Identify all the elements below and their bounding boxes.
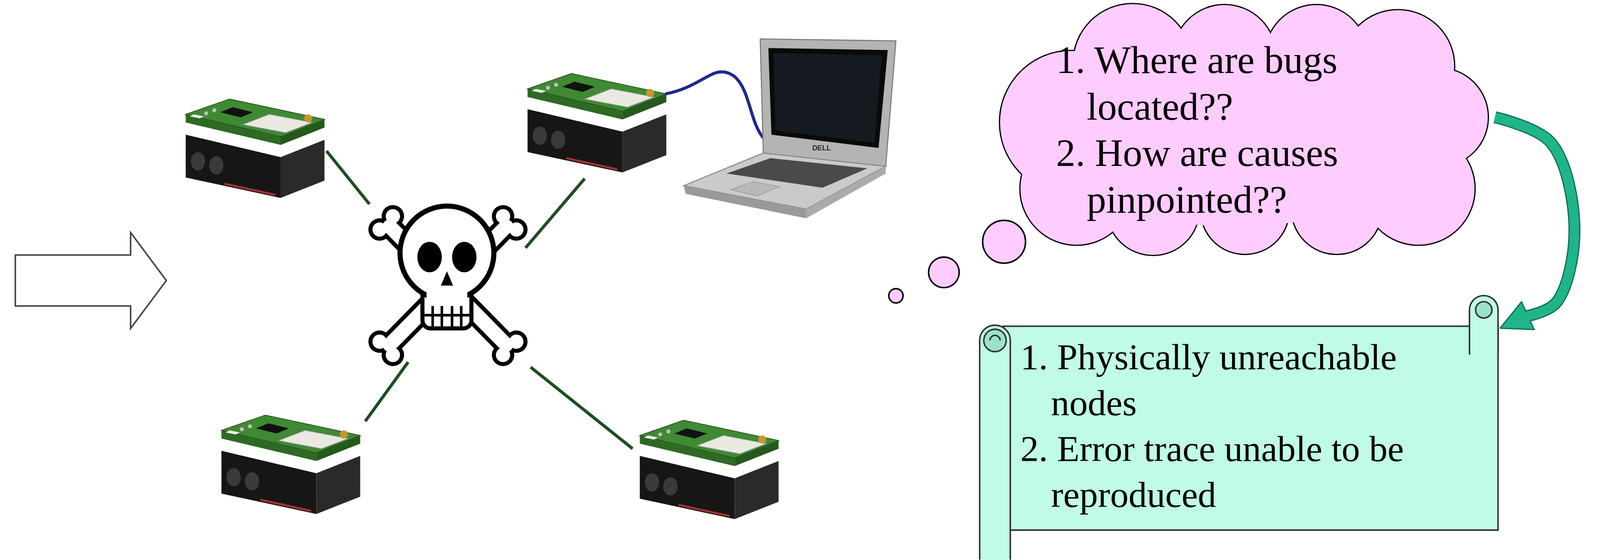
skull-crossbones	[440, 271, 454, 286]
wireless-link	[326, 151, 633, 450]
sensor-mote	[221, 415, 361, 515]
scroll-note: 1. Physically unreachable nodes2. Error …	[977, 293, 1501, 560]
sensor-mote	[639, 420, 779, 520]
wireless-link	[530, 367, 633, 450]
laptop	[730, 181, 780, 197]
skull-crossbones	[451, 241, 477, 273]
scroll-roll	[983, 329, 1006, 353]
laptop	[773, 53, 882, 143]
skull-crossbones	[509, 334, 524, 350]
laptop	[683, 153, 886, 210]
thought-bubble	[888, 289, 903, 304]
laptop	[768, 47, 888, 149]
thought-cloud: 1. Where are bugs located??2. How are ca…	[979, 0, 1496, 261]
thought-bubble	[928, 257, 960, 288]
scroll-curl	[1469, 295, 1499, 355]
hollow-arrow	[15, 232, 167, 329]
scroll-roll	[989, 335, 1000, 341]
laptop	[760, 38, 896, 167]
wireless-link	[525, 178, 585, 249]
list-item: 1. Where are bugs located??	[1056, 36, 1373, 130]
scroll-curl	[1475, 302, 1492, 319]
text-block: 1. Physically unreachable nodes2. Error …	[1020, 334, 1460, 519]
list-item: 2. Error trace unable to be reproduced	[1020, 426, 1460, 519]
skull-crossbones	[495, 209, 511, 224]
scroll-shape	[977, 293, 1501, 560]
sensor-mote	[527, 73, 667, 173]
cloud-fill	[1000, 3, 1488, 256]
skull-crossbones	[495, 348, 511, 363]
skull-crossbones	[426, 285, 468, 307]
list-item: 1. Physically unreachable nodes	[1020, 334, 1460, 427]
brand-logo: DELL	[812, 144, 832, 153]
curved-arrow	[1495, 117, 1575, 330]
arrow-outline	[1495, 117, 1575, 317]
skull-crossbones	[424, 314, 470, 317]
skull-crossbones	[509, 222, 524, 238]
scroll-roll	[979, 325, 1011, 560]
laptop	[683, 38, 897, 219]
skull-crossbones	[368, 205, 528, 367]
skull-crossbones	[372, 334, 387, 350]
skull-crossbones	[372, 222, 387, 238]
thought-bubble	[888, 220, 1026, 303]
thought-bubble	[982, 220, 1026, 264]
list-item: 2. How are causes pinpointed??	[1056, 129, 1373, 223]
skull-crossbones	[417, 241, 442, 273]
skull-crossbones	[368, 205, 528, 367]
wireless-link	[326, 151, 370, 205]
arrow-body	[1495, 117, 1575, 317]
scroll-body	[1003, 326, 1499, 531]
usb-cable	[665, 71, 764, 138]
usb-cable	[665, 71, 764, 138]
skull-crossbones	[385, 348, 400, 363]
text-block: 1. Where are bugs located??2. How are ca…	[1056, 36, 1373, 223]
wireless-link	[365, 362, 408, 422]
cloud-outline	[1000, 3, 1488, 256]
hollow-arrow	[15, 232, 167, 329]
skull-crossbones	[385, 209, 400, 224]
skull-crossbones	[424, 306, 470, 327]
sensor-mote	[185, 99, 325, 199]
